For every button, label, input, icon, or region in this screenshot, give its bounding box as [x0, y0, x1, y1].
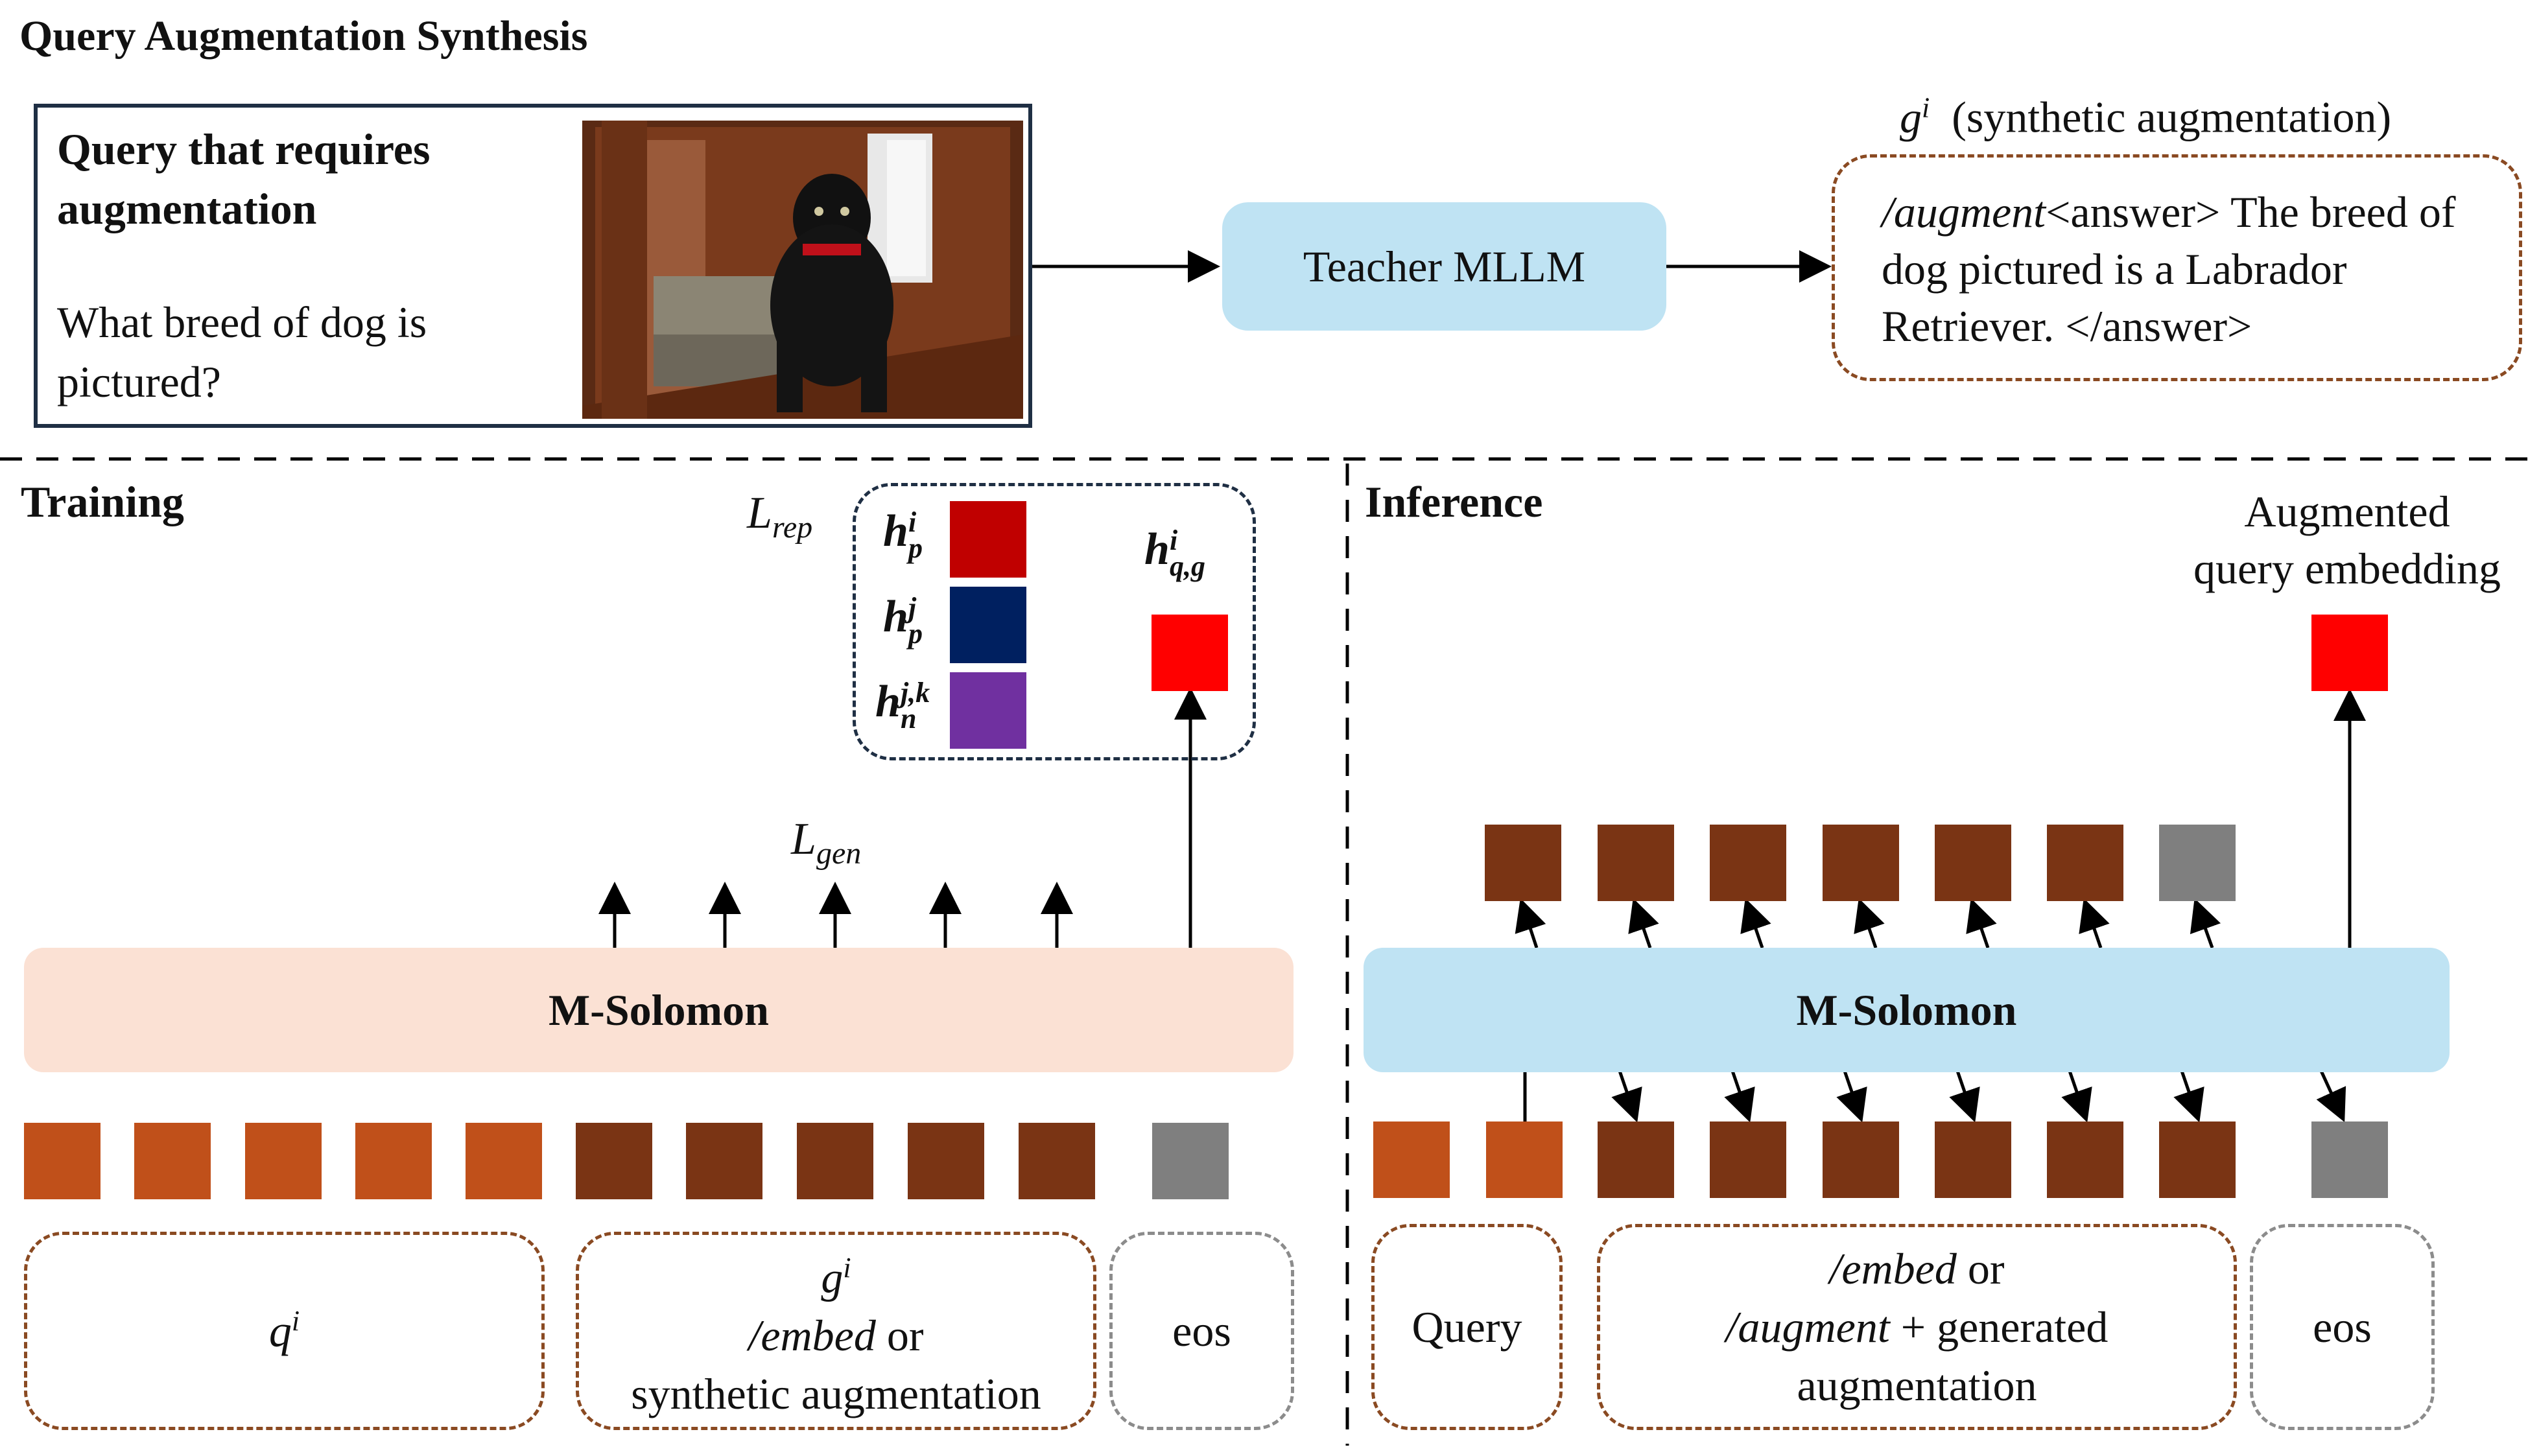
infer-down-arrow-7 [2316, 1070, 2346, 1123]
augmentation-answer: <answer> The breed of dog pictured is a … [1882, 187, 2456, 351]
teacher-mllm-label: Teacher MLLM [1303, 241, 1586, 291]
synthetic-augmentation-box: /augment<answer> The breed of dog pictur… [1832, 154, 2522, 381]
infer-output-token [1485, 825, 1561, 901]
gen-loss-symbol: L [791, 814, 816, 864]
train-query-token [134, 1123, 211, 1199]
train-augmentation-line2: synthetic augmentation [631, 1369, 1041, 1419]
query-box-heading: Query that requires augmentation [57, 124, 431, 233]
infer-down-arrow-1 [1611, 1070, 1642, 1123]
infer-eos-input-box: eos [2250, 1224, 2435, 1430]
g-symbol: gi [821, 1251, 851, 1302]
train-augmentation-token [797, 1123, 873, 1199]
infer-up-arrow-5 [1966, 898, 1997, 948]
synthetic-augmentation-content: /augment<answer> The breed of dog pictur… [1882, 183, 2504, 355]
train-query-token [24, 1123, 100, 1199]
gen-loss-label: Lgen [791, 814, 861, 871]
infer-query-input-box: Query [1371, 1224, 1563, 1430]
infer-up-arrow-4 [1854, 898, 1885, 948]
h-qg-embedding [1152, 615, 1228, 691]
infer-input-token [1598, 1121, 1674, 1198]
synthesis-title: Query Augmentation Synthesis [19, 12, 588, 60]
h-p-i-embedding [950, 501, 1026, 578]
infer-output-token [2047, 825, 2123, 901]
rep-loss-subscript: rep [772, 510, 813, 545]
train-augmentation-token [1019, 1123, 1095, 1199]
infer-augmentation-line1: /embed or [1829, 1244, 2005, 1293]
train-query-token [355, 1123, 432, 1199]
h-p-j-embedding [950, 587, 1026, 663]
dog-photo [582, 121, 1023, 419]
infer-augmentation-line2: /augment + generated [1725, 1302, 2109, 1352]
h-n-jk-embedding [950, 672, 1026, 749]
infer-query-label: Query [1412, 1302, 1522, 1352]
train-eos-input-box: eos [1109, 1232, 1294, 1430]
training-title: Training [21, 477, 184, 526]
embedding-group-box [853, 483, 1256, 760]
infer-up-arrow-3 [1740, 898, 1771, 948]
rep-loss-symbol: L [747, 488, 772, 538]
infer-eos-label: eos [2313, 1302, 2372, 1352]
infer-down-arrow-3 [1836, 1070, 1867, 1123]
infer-augmentation-input-box: /embed or /augment + generated augmentat… [1597, 1224, 2237, 1430]
infer-output-token [1598, 825, 1674, 901]
infer-up-arrow-1 [1515, 898, 1546, 948]
infer-input-token [1710, 1121, 1786, 1198]
query-box-question: What breed of dog is pictured? [57, 298, 427, 406]
infer-output-eos-token [2159, 825, 2236, 901]
infer-down-arrow-6 [2173, 1070, 2204, 1123]
train-query-token [466, 1123, 542, 1199]
infer-input-token [2159, 1121, 2236, 1198]
training-model-box: M-Solomon [24, 948, 1294, 1072]
infer-down-arrow-2 [1724, 1070, 1755, 1123]
augmented-query-embedding-label: Augmented query embedding [2153, 483, 2528, 597]
infer-augmentation-line3: augmentation [1797, 1361, 2037, 1410]
train-augmentation-input-box: gi /embed or synthetic augmentation [576, 1232, 1096, 1430]
augmented-label-line1: Augmented [2244, 487, 2450, 536]
infer-query-token [1373, 1121, 1450, 1198]
gen-loss-subscript: gen [816, 836, 862, 871]
augmented-query-embedding [2311, 615, 2388, 691]
infer-up-arrow-6 [2079, 898, 2110, 948]
infer-input-eos-token [2311, 1121, 2388, 1198]
train-eos-label: eos [1172, 1306, 1231, 1356]
infer-query-token [1486, 1121, 1563, 1198]
training-model-label: M-Solomon [549, 985, 769, 1035]
g-symbol: gi [1900, 91, 1930, 142]
train-eos-token [1152, 1123, 1229, 1199]
infer-input-token [1823, 1121, 1899, 1198]
infer-output-token [1935, 825, 2011, 901]
infer-up-arrow-7 [2190, 898, 2221, 948]
synthetic-augmentation-label: gi (synthetic augmentation) [1900, 91, 2391, 143]
inference-title: Inference [1365, 477, 1543, 526]
train-augmentation-token [576, 1123, 652, 1199]
train-augmentation-token [686, 1123, 762, 1199]
query-box: Query that requires augmentation What br… [34, 104, 1032, 428]
infer-down-arrow-4 [1949, 1070, 1980, 1123]
train-augmentation-token [908, 1123, 984, 1199]
infer-up-arrow-2 [1628, 898, 1659, 948]
infer-down-arrow-5 [2061, 1070, 2092, 1123]
inference-model-label: M-Solomon [1796, 985, 2017, 1035]
inference-model-box: M-Solomon [1364, 948, 2450, 1072]
train-query-input-box: qi [24, 1232, 545, 1430]
teacher-mllm-box: Teacher MLLM [1222, 202, 1666, 331]
infer-output-token [1823, 825, 1899, 901]
train-augmentation-line1: /embed or [748, 1311, 924, 1361]
infer-input-token [2047, 1121, 2123, 1198]
synthetic-augmentation-text: (synthetic augmentation) [1952, 92, 2392, 142]
q-symbol: qi [268, 1304, 300, 1357]
augmented-label-line2: query embedding [2193, 544, 2501, 593]
rep-loss-label: Lrep [747, 487, 812, 545]
train-query-token [245, 1123, 322, 1199]
augment-command: /augment [1882, 187, 2046, 237]
infer-output-token [1710, 825, 1786, 901]
infer-input-token [1935, 1121, 2011, 1198]
